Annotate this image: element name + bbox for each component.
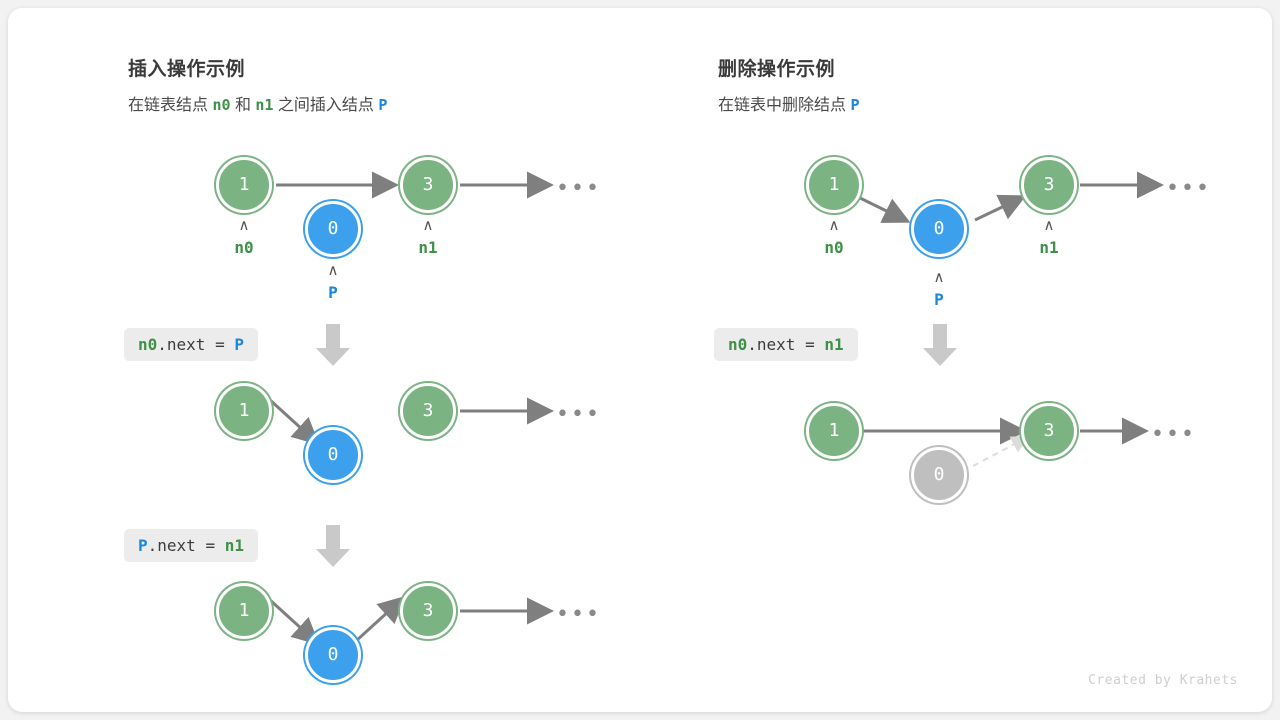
subtitle-text-1: 在链表中删除结点 [718, 97, 851, 114]
panel-insert: 插入操作示例 在链表结点 n0 和 n1 之间插入结点 P 1 0 3 ∧ [8, 8, 648, 712]
node-n1: 3 [1021, 403, 1077, 459]
node-value: 1 [238, 173, 250, 195]
down-arrow-icon [316, 525, 350, 567]
subtitle-code-n1: n1 [255, 96, 274, 114]
code-target: n0 [728, 335, 748, 354]
node-value: 1 [238, 399, 250, 421]
subtitle-text-3: 之间插入结点 [273, 97, 379, 114]
ellipsis-icon: ••• [1166, 176, 1211, 201]
node-value: 3 [422, 173, 434, 195]
down-arrow-icon [316, 324, 350, 366]
node-n1: 3 [1021, 157, 1077, 213]
insert-panel-title: 插入操作示例 [128, 59, 246, 80]
code-middle: .next = [147, 536, 225, 555]
subtitle-code-n0: n0 [212, 96, 231, 114]
ellipsis-icon: ••• [1151, 422, 1196, 447]
credit-text: Created by Krahets [1088, 673, 1238, 688]
node-p: 0 [305, 627, 361, 683]
node-value: 3 [422, 599, 434, 621]
code-value: n1 [224, 536, 244, 555]
node-value: 0 [933, 217, 945, 239]
node-n1: 3 [400, 583, 456, 639]
subtitle-code-p: P [378, 96, 388, 114]
code-chip-delete-1: n0.next = n1 [714, 328, 858, 361]
caret-icon: ∧ [828, 216, 840, 234]
insert-panel-subtitle: 在链表结点 n0 和 n1 之间插入结点 P [128, 91, 387, 115]
delete-panel-title: 删除操作示例 [718, 59, 836, 80]
node-value: 0 [327, 443, 339, 465]
node-n1: 3 [400, 383, 456, 439]
node-n0: 1 [216, 157, 272, 213]
node-n0: 1 [806, 403, 862, 459]
node-n0: 1 [216, 583, 272, 639]
node-value: 3 [1043, 173, 1055, 195]
node-value: 0 [327, 217, 339, 239]
node-deleted: 0 [911, 447, 967, 503]
pointer-p: ∧ P [303, 261, 363, 303]
node-value: 1 [828, 173, 840, 195]
code-middle: .next = [747, 335, 825, 354]
code-chip-insert-1: n0.next = P [124, 328, 258, 361]
panel-delete: 删除操作示例 在链表中删除结点 P 1 0 3 [598, 8, 1272, 712]
code-middle: .next = [157, 335, 235, 354]
code-value: n1 [824, 335, 844, 354]
pointer-label: n1 [1039, 238, 1059, 257]
node-value: 1 [828, 419, 840, 441]
code-target: n0 [138, 335, 158, 354]
caret-icon: ∧ [238, 216, 250, 234]
code-target: P [138, 536, 148, 555]
pointer-label: P [328, 283, 338, 302]
subtitle-text-1: 在链表结点 [128, 97, 213, 114]
node-value: 0 [327, 643, 339, 665]
node-p: 0 [305, 427, 361, 483]
pointer-n0: ∧ n0 [804, 216, 864, 258]
node-n0: 1 [806, 157, 862, 213]
node-value: 3 [1043, 419, 1055, 441]
node-n1: 3 [400, 157, 456, 213]
pointer-n0: ∧ n0 [214, 216, 274, 258]
subtitle-code-p: P [850, 96, 860, 114]
node-n0: 1 [216, 383, 272, 439]
code-chip-insert-2: P.next = n1 [124, 529, 258, 562]
pointer-label: n0 [824, 238, 844, 257]
node-value: 3 [422, 399, 434, 421]
pointer-n1: ∧ n1 [1019, 216, 1079, 258]
subtitle-text-2: 和 [230, 97, 256, 114]
caret-icon: ∧ [933, 268, 945, 286]
node-value: 0 [933, 463, 945, 485]
node-p: 0 [305, 201, 361, 257]
pointer-label: n0 [234, 238, 254, 257]
down-arrow-icon [923, 324, 957, 366]
diagram-card: 插入操作示例 在链表结点 n0 和 n1 之间插入结点 P 1 0 3 ∧ [8, 8, 1272, 712]
ellipsis-icon: ••• [556, 176, 601, 201]
caret-icon: ∧ [422, 216, 434, 234]
ellipsis-icon: ••• [556, 602, 601, 627]
ellipsis-icon: ••• [556, 402, 601, 427]
node-value: 1 [238, 599, 250, 621]
caret-icon: ∧ [327, 261, 339, 279]
caret-icon: ∧ [1043, 216, 1055, 234]
node-p: 0 [911, 201, 967, 257]
pointer-n1: ∧ n1 [398, 216, 458, 258]
pointer-label: P [934, 290, 944, 309]
code-value: P [234, 335, 244, 354]
pointer-label: n1 [418, 238, 438, 257]
pointer-p: ∧ P [909, 268, 969, 310]
delete-panel-subtitle: 在链表中删除结点 P [718, 91, 859, 115]
